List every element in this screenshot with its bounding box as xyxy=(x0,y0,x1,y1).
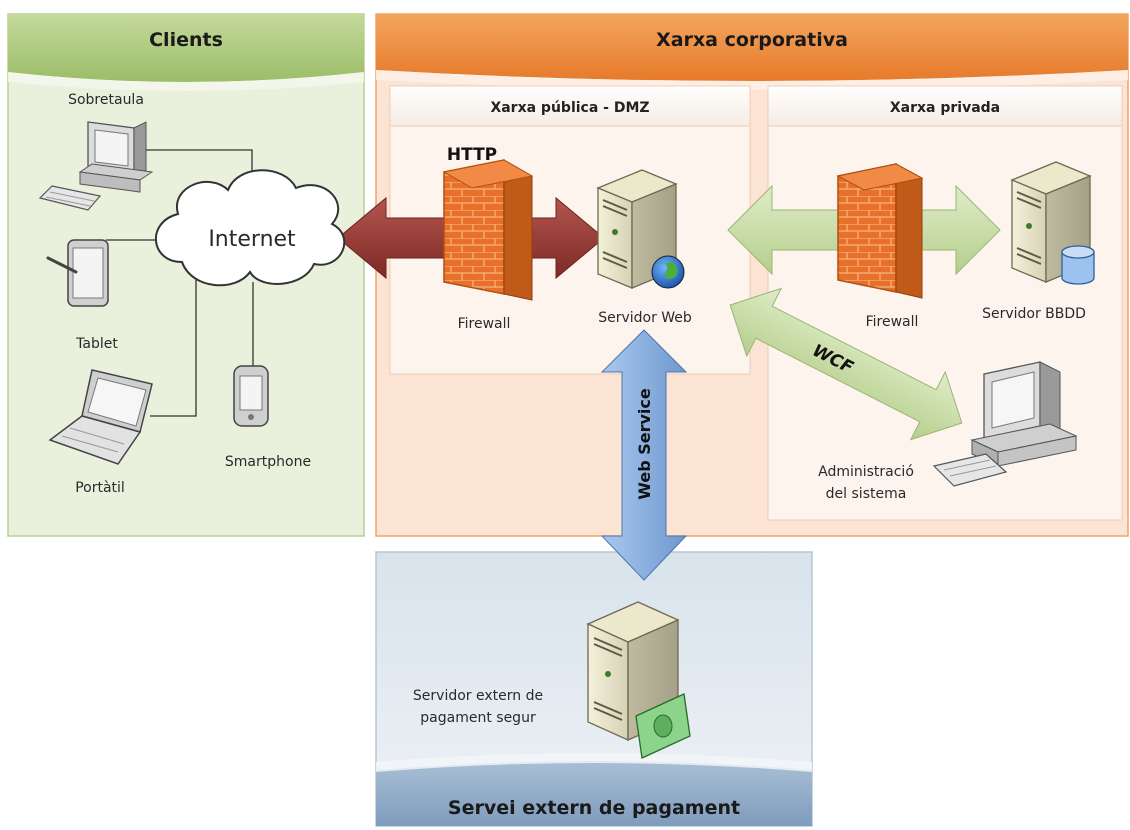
internet-label: Internet xyxy=(208,227,296,252)
admin-computer-icon xyxy=(932,361,1078,487)
payment-label-line2: pagament segur xyxy=(420,710,536,726)
wcf-arrow xyxy=(729,287,963,441)
clients-title: Clients xyxy=(149,29,223,51)
desktop-icon xyxy=(38,121,154,211)
dmz-title: Xarxa pública - DMZ xyxy=(490,100,649,116)
web-service-arrow xyxy=(600,329,688,581)
admin-label-line2: del sistema xyxy=(826,486,907,502)
admin-label-line1: Administració xyxy=(818,464,914,480)
payment-title: Servei extern de pagament xyxy=(448,797,740,819)
banknote-icon xyxy=(635,693,691,759)
payment-label-line1: Servidor extern de xyxy=(413,688,543,704)
internet-cloud: Internet xyxy=(154,169,346,287)
smartphone-icon xyxy=(233,365,269,427)
web-service-label: Web Service xyxy=(635,388,654,500)
laptop-label: Portàtil xyxy=(75,480,125,496)
private-zone: Xarxa privada xyxy=(767,85,1123,521)
firewall-dmz-label: Firewall xyxy=(458,316,511,332)
firewall-private-icon xyxy=(836,163,924,299)
firewall-private-label: Firewall xyxy=(866,314,919,330)
http-label: HTTP xyxy=(447,145,497,165)
laptop-icon xyxy=(48,369,153,465)
smartphone-label: Smartphone xyxy=(225,454,311,470)
firewall-dmz-icon xyxy=(442,159,534,301)
private-title: Xarxa privada xyxy=(890,100,1000,116)
web-server-label: Servidor Web xyxy=(598,310,692,326)
tablet-label: Tablet xyxy=(75,336,118,352)
globe-icon xyxy=(651,255,685,289)
db-server-label: Servidor BBDD xyxy=(982,306,1086,322)
corporate-title: Xarxa corporativa xyxy=(656,29,848,51)
database-icon xyxy=(1061,245,1095,285)
desktop-label: Sobretaula xyxy=(68,92,144,108)
tablet-icon xyxy=(46,239,109,307)
